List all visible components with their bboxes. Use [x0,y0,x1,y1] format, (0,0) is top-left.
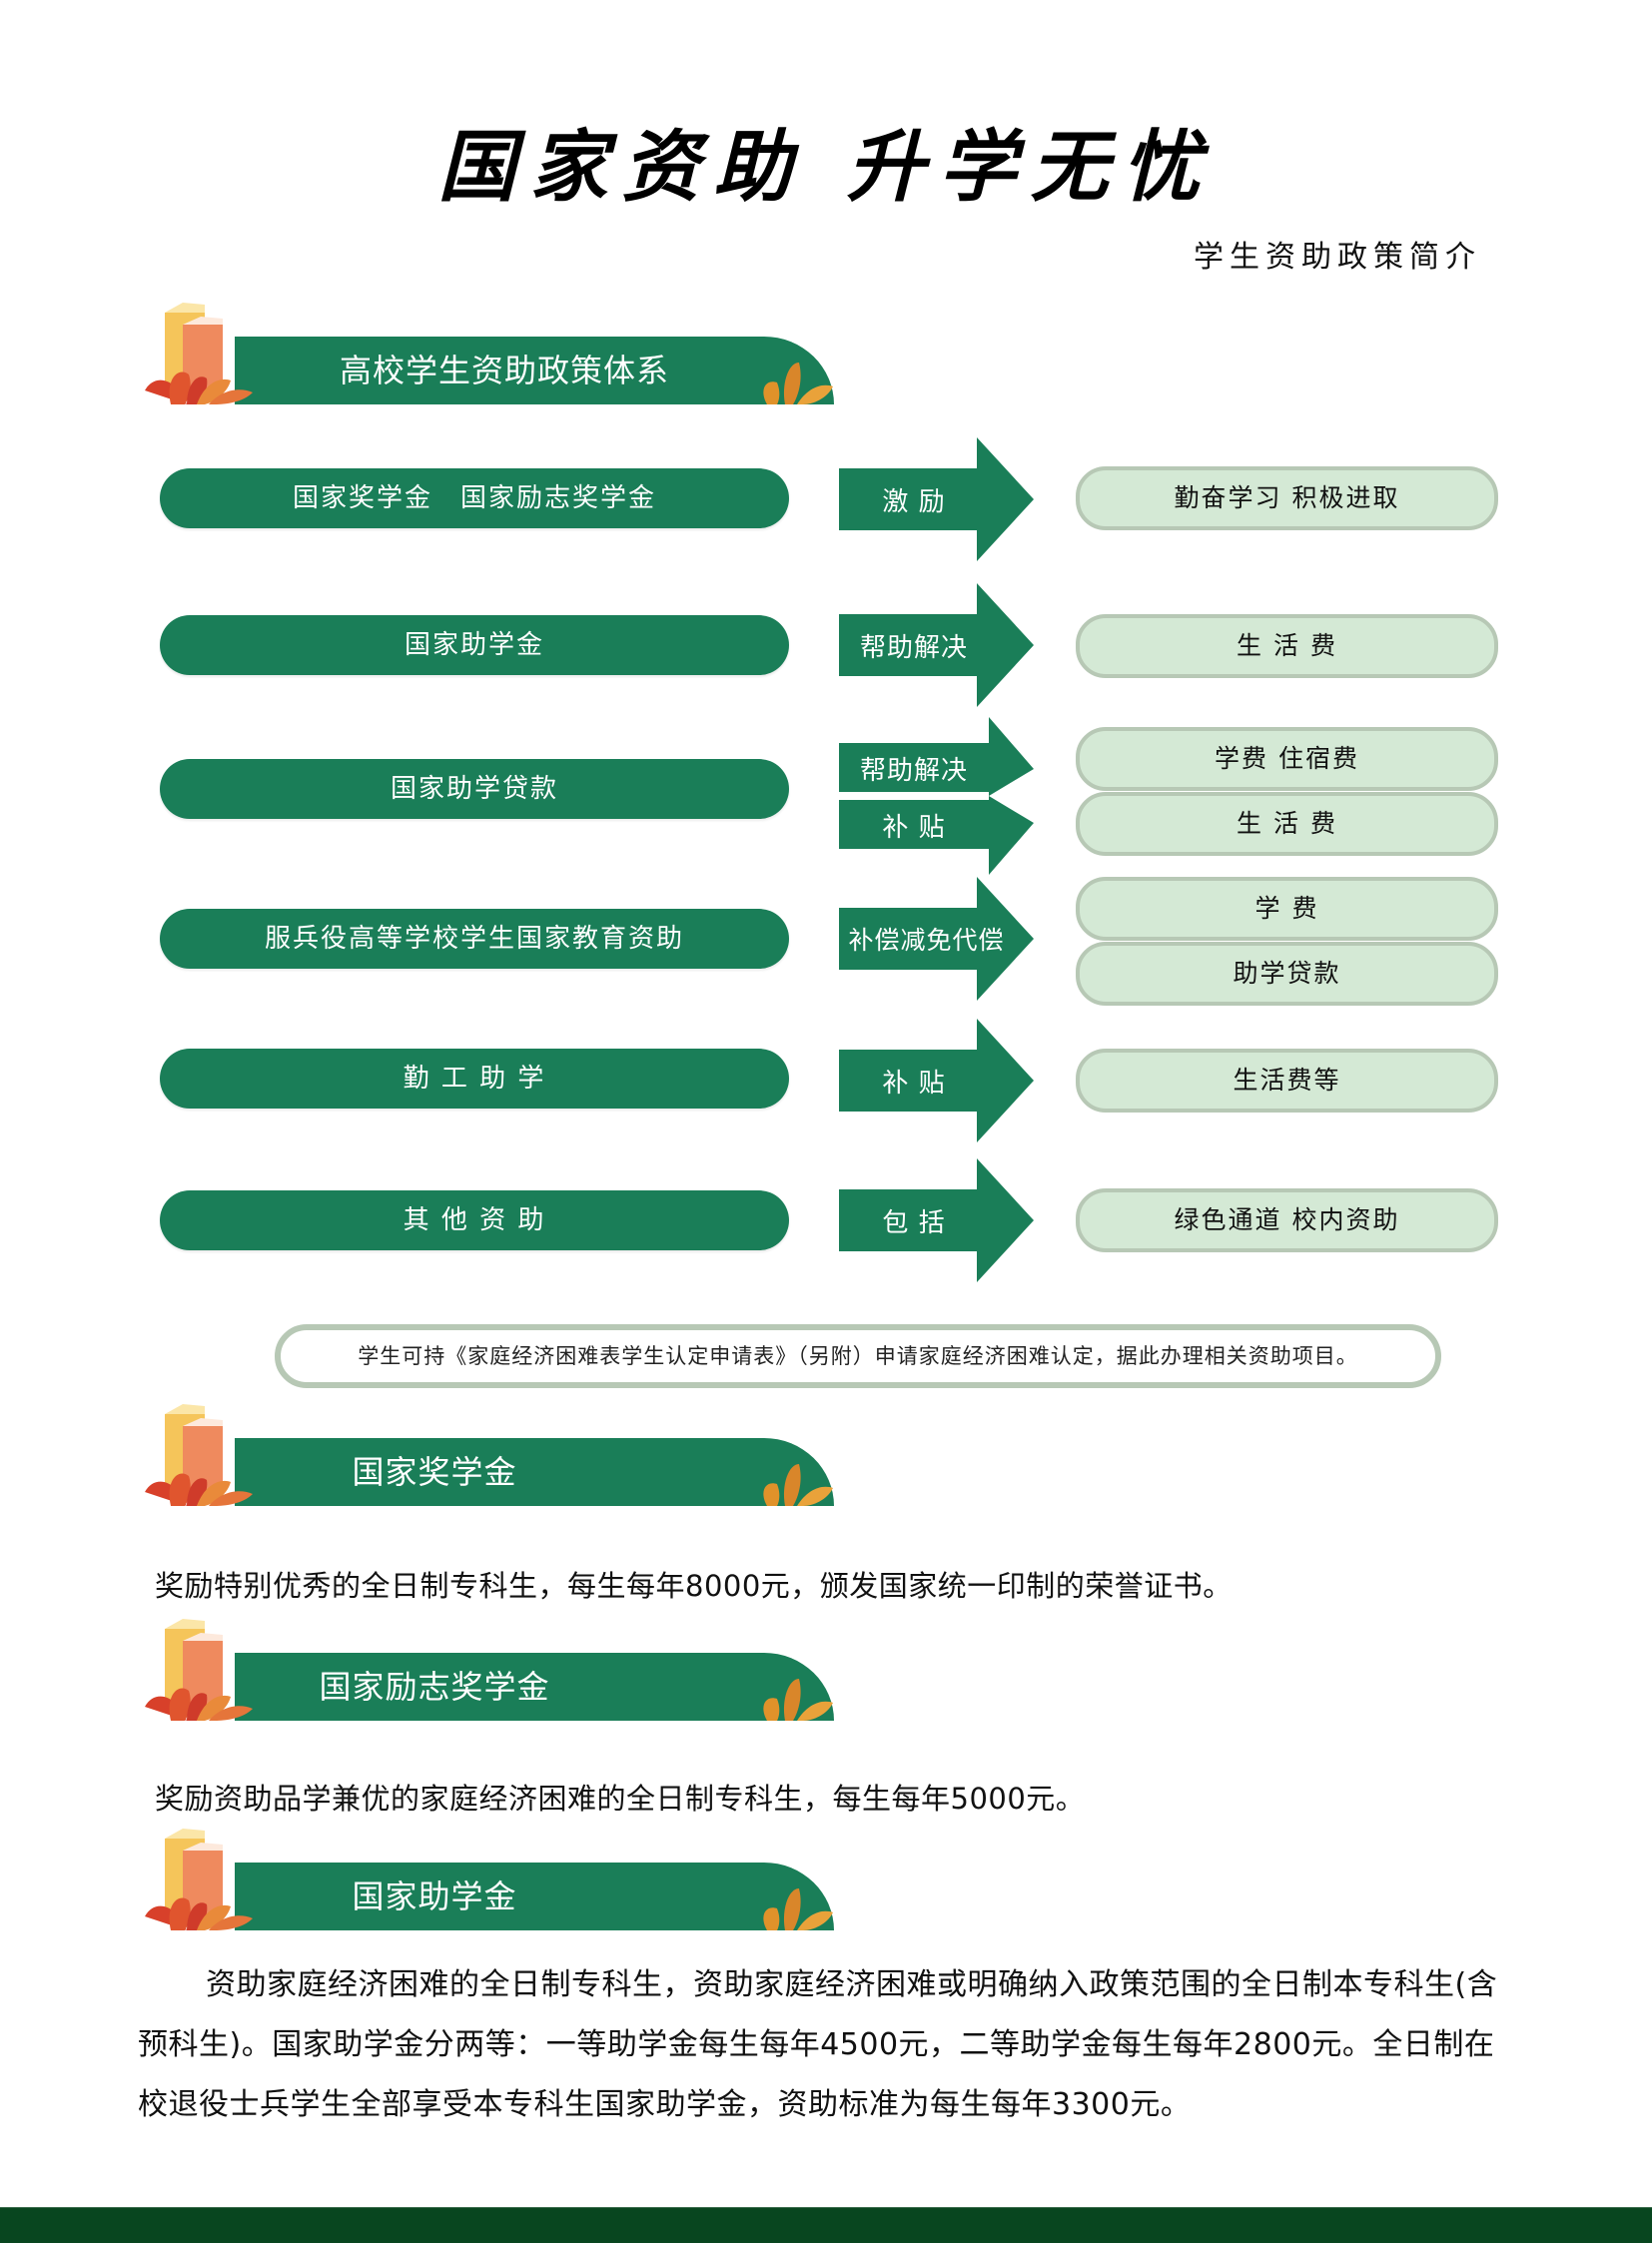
section-body-text: 奖励特别优秀的全日制专科生，每生每年8000元，颁发国家统一印制的荣誉证书。 [155,1569,1233,1603]
outcome-pill: 生 活 费 [1076,792,1498,856]
banner-bar [235,337,834,404]
books-with-leaves-icon [145,303,253,404]
outcome-pill: 勤奋学习 积极进取 [1076,466,1498,530]
section-banner: 国家励志奖学金 [135,1619,854,1721]
program-pill: 国家奖学金 国家励志奖学金 [160,468,789,528]
action-label: 包 括 [882,1208,946,1238]
banner-bar [235,1438,834,1506]
action-label: 补偿减免代偿 [848,926,1005,955]
right-arrow-icon: 补偿减免代偿 [839,877,1034,1001]
right-arrow-icon: 补 贴 [839,1019,1034,1142]
leaf-cluster-icon [763,1464,833,1506]
page-subtitle: 学生资助政策简介 [1194,240,1481,275]
right-arrow-icon: 包 括 [839,1158,1034,1282]
section-body-text: 奖励资助品学兼优的家庭经济困难的全日制专科生，每生每年5000元。 [155,1782,1086,1816]
section-banner: 国家奖学金 [135,1404,854,1506]
action-label: 补 贴 [882,812,946,843]
program-pill: 服兵役高等学校学生国家教育资助 [160,909,789,969]
page-title: 国家资助 升学无忧 [437,122,1215,213]
books-with-leaves-icon [145,1829,253,1930]
action-label: 激 励 [882,487,946,517]
right-arrow-icon: 帮助解决补 贴 [839,717,1034,875]
leaf-cluster-icon [763,1679,833,1721]
banner-title: 国家奖学金 [352,1453,517,1491]
program-pill: 国家助学金 [160,615,789,675]
action-label: 补 贴 [882,1069,946,1099]
footer-bar [0,2207,1652,2243]
outcome-pill: 学费 住宿费 [1076,727,1498,791]
banner-title: 国家励志奖学金 [319,1668,550,1706]
outcome-pill: 生 活 费 [1076,614,1498,678]
section-banner: 国家助学金 [135,1829,854,1930]
right-arrow-icon: 激 励 [839,437,1034,561]
banner-bar [235,1863,834,1930]
banner-title: 国家助学金 [352,1877,517,1915]
leaf-cluster-icon [763,363,833,404]
outcome-pill: 助学贷款 [1076,942,1498,1006]
outcome-pill: 绿色通道 校内资助 [1076,1188,1498,1252]
books-with-leaves-icon [145,1619,253,1721]
section-banner-policy-system: 高校学生资助政策体系 [135,303,854,404]
leaf-cluster-icon [763,1888,833,1930]
banner-bar [235,1653,834,1721]
action-label: 帮助解决 [859,633,968,663]
outcome-pill: 生活费等 [1076,1049,1498,1113]
program-pill: 勤 工 助 学 [160,1049,789,1109]
banner-title: 高校学生资助政策体系 [339,352,669,389]
books-with-leaves-icon [145,1404,253,1506]
outcome-pill: 学 费 [1076,877,1498,941]
right-arrow-icon: 帮助解决 [839,583,1034,707]
section-body-text: 资助家庭经济困难的全日制专科生，资助家庭经济困难或明确纳入政策范围的全日制本专科… [138,1967,1498,2122]
application-note: 学生可持《家庭经济困难表学生认定申请表》（另附）申请家庭经济困难认定，据此办理相… [275,1324,1441,1388]
program-pill: 国家助学贷款 [160,759,789,819]
action-label: 帮助解决 [859,755,968,786]
program-pill: 其 他 资 助 [160,1190,789,1250]
